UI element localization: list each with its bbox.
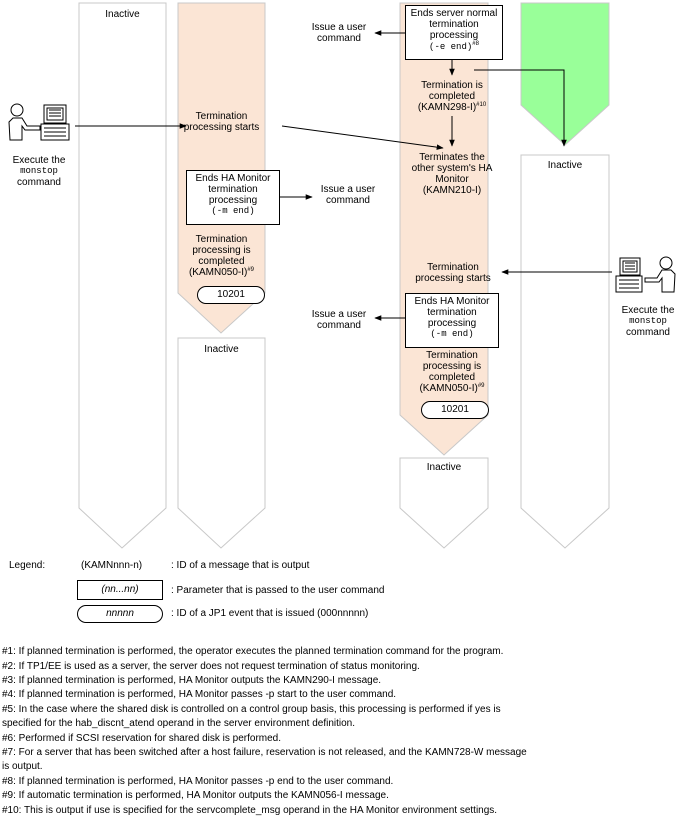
lane3-end-monitor-box: Ends HA Monitor termination processing (…	[405, 293, 499, 348]
lane2-inactive-shape	[177, 337, 266, 549]
lane3-event-pill: 10201	[421, 401, 489, 419]
note-7-cont: is output.	[2, 761, 43, 772]
lane2-issue-user-command: Issue a user command	[320, 184, 376, 206]
legend-msg-sample: (KAMNnnn-n)	[81, 560, 143, 571]
lane3-issue-user-command-mid: Issue a user command	[311, 309, 367, 331]
lane2-inactive-label: Inactive	[204, 344, 239, 355]
lane3-completed-top: Termination is completed (KAMN298-I)#10	[417, 80, 487, 113]
right-operator-label: Execute the monstop command	[621, 305, 675, 338]
lane3-completed: Termination processing is completed (KAM…	[419, 350, 485, 394]
note-7: #7: For a server that has been switched …	[2, 747, 527, 758]
note-10: #10: This is output if use is specified …	[2, 805, 498, 816]
arrow-lane2-to-lane3	[281, 125, 444, 150]
lane3-issue-user-command-top: Issue a user command	[311, 22, 367, 44]
legend-param-box: (nn...nn)	[77, 580, 163, 600]
legend-event-pill: nnnnn	[77, 605, 163, 623]
lane3-termination-starts: Termination processing starts	[415, 262, 491, 284]
note-5: #5: In the case where the shared disk is…	[2, 704, 501, 715]
note-2: #2: If TP1/EE is used as a server, the s…	[2, 661, 420, 672]
arrow-lane3-to-lane4	[474, 69, 567, 147]
lane2-end-monitor-box: Ends HA Monitor termination processing (…	[186, 170, 280, 225]
note-4: #4: If planned termination is performed,…	[2, 689, 397, 700]
lane4-inactive-shape	[520, 154, 610, 549]
lane3-inactive-label: Inactive	[426, 462, 462, 473]
lane2-active-shape	[177, 2, 266, 334]
lane4-inactive-label: Inactive	[547, 160, 583, 171]
left-operator-icon	[8, 103, 70, 141]
lane4-green-shape	[520, 2, 610, 146]
left-operator-label: Execute the monstop command	[12, 155, 66, 188]
note-5-cont: specified for the hab_discnt_atend opera…	[2, 718, 356, 729]
lane3-terminates-other: Terminates the other system's HA Monitor…	[411, 152, 493, 196]
lane3-inactive-shape	[399, 457, 489, 549]
note-3: #3: If planned termination is performed,…	[2, 675, 382, 686]
legend-event-desc: : ID of a JP1 event that is issued (000n…	[171, 608, 369, 619]
lane1-inactive-shape	[78, 2, 167, 549]
right-operator-icon	[615, 256, 676, 293]
lane2-completed: Termination processing is completed (KAM…	[188, 234, 255, 278]
legend-title: Legend:	[9, 560, 46, 571]
lane2-event-pill: 10201	[197, 286, 265, 304]
note-9: #9: If automatic termination is performe…	[2, 790, 389, 801]
note-8: #8: If planned termination is performed,…	[2, 776, 394, 787]
note-6: #6: Performed if SCSI reservation for sh…	[2, 733, 282, 744]
lane1-inactive-label: Inactive	[105, 9, 140, 20]
legend-msg-desc: : ID of a message that is output	[171, 560, 310, 571]
lane3-end-server-box: Ends server normal termination processin…	[405, 5, 503, 60]
lane2-termination-starts: Termination processing starts	[183, 111, 260, 133]
note-1: #1: If planned termination is performed,…	[2, 646, 504, 657]
legend-param-desc: : Parameter that is passed to the user c…	[171, 585, 385, 596]
diagram-canvas	[8, 2, 676, 549]
